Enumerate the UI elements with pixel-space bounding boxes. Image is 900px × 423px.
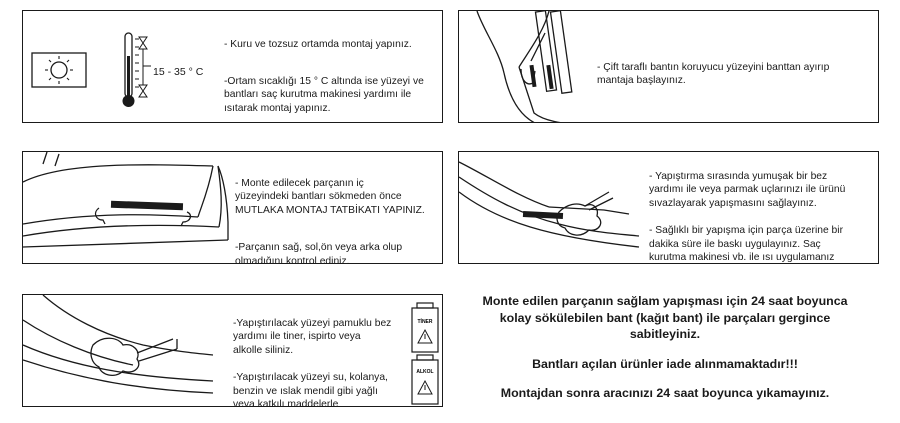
thermometer-icon xyxy=(122,32,151,107)
instruction-panel-environment: 15 - 35 ° C - Kuru ve tozsuz ortamda mon… xyxy=(22,10,443,123)
instruction-panel-press: - Yapıştırma sırasında yumuşak bir bez y… xyxy=(458,151,879,264)
notice-tape-fixing: Monte edilen parçanın sağlam yapışması i… xyxy=(482,294,848,341)
instruction-text: - Kuru ve tozsuz ortamda montaj yapınız.… xyxy=(224,24,436,122)
instruction-panel-tape-peel: - Çift taraflı bantın koruyucu yüzeyini … xyxy=(458,10,879,123)
temperature-range: 15 - 35 ° C xyxy=(153,66,204,78)
instruction-paragraph: - Sağlıklı bir yapışma için parça üzerin… xyxy=(649,224,844,264)
warning-icon xyxy=(417,328,433,344)
hand-wiping-illustration xyxy=(23,295,214,394)
instruction-text: -Yapıştırılacak yüzeyi pamuklu bez yardı… xyxy=(233,303,413,407)
important-notice: Monte edilen parçanın sağlam yapışması i… xyxy=(460,293,870,402)
instruction-text: - Çift taraflı bantın koruyucu yüzeyini … xyxy=(597,47,875,101)
instruction-paragraph: - Kuru ve tozsuz ortamda montaj yapınız. xyxy=(224,38,412,50)
instruction-text: - Monte edilecek parçanın iç yüzeyindeki… xyxy=(235,163,440,264)
instruction-paragraph: - Çift taraflı bantın koruyucu yüzeyini … xyxy=(597,61,830,87)
instruction-paragraph: -Yapıştırılacak yüzeyi su, kolanya, benz… xyxy=(233,371,388,407)
bottle-label: TİNER xyxy=(418,318,433,325)
instruction-paragraph: - Monte edilecek parçanın iç yüzeyindeki… xyxy=(235,177,425,216)
tape-peel-illustration xyxy=(476,11,573,122)
solvent-bottle-alkol: ALKOL xyxy=(411,354,439,405)
hand-pressing-illustration xyxy=(459,161,640,248)
bottle-label: ALKOL xyxy=(416,369,433,375)
instruction-text: - Yapıştırma sırasında yumuşak bir bez y… xyxy=(649,156,876,264)
instruction-paragraph: - Yapıştırma sırasında yumuşak bir bez y… xyxy=(649,170,846,209)
warning-icon xyxy=(417,379,433,395)
car-part-illustration xyxy=(23,152,229,248)
notice-no-returns: Bantları açılan ürünler iade alınmamakta… xyxy=(532,356,798,371)
sun-icon xyxy=(31,52,87,88)
notice-no-washing: Montajdan sonra aracınızı 24 saat boyunc… xyxy=(500,386,830,400)
instruction-paragraph: -Parçanın sağ, sol,ön veya arka olup olm… xyxy=(235,241,403,264)
solvent-bottle-tiner: TİNER xyxy=(411,302,439,353)
instruction-panel-test-fit: - Monte edilecek parçanın iç yüzeyindeki… xyxy=(22,151,443,264)
instruction-panel-cleaning: -Yapıştırılacak yüzeyi pamuklu bez yardı… xyxy=(22,294,443,407)
instruction-paragraph: -Yapıştırılacak yüzeyi pamuklu bez yardı… xyxy=(233,317,392,356)
instruction-paragraph: -Ortam sıcaklığı 15 ° C altında ise yüze… xyxy=(224,75,424,114)
